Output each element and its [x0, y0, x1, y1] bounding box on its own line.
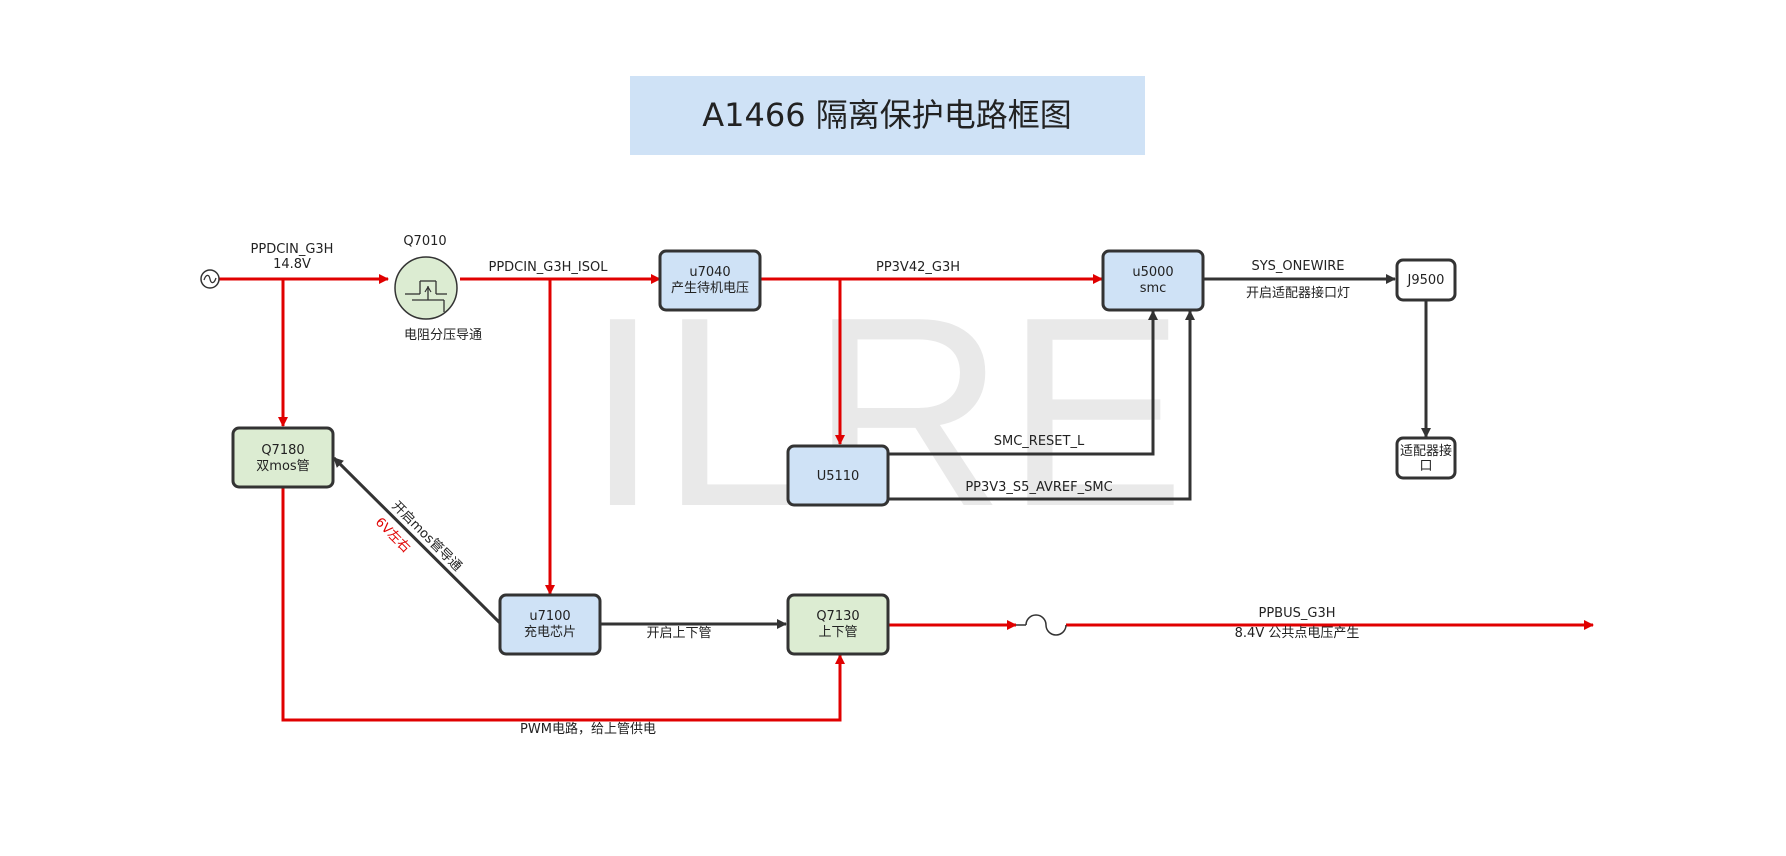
node-q7180-desc: 双mos管 — [256, 459, 309, 474]
label-sys-onewire-desc: 开启适配器接口灯 — [1246, 285, 1350, 301]
label-gate-drive: 开启上下管 — [646, 626, 711, 641]
node-u7100: u7100 充电芯片 — [498, 593, 602, 656]
wire-smc-reset — [888, 310, 1158, 456]
label-sys-onewire: SYS_ONEWIRE — [1251, 259, 1344, 274]
node-u7040-label: u7040 — [689, 265, 730, 280]
node-u7040-desc: 产生待机电压 — [671, 281, 749, 296]
label-pp3v3: PP3V3_S5_AVREF_SMC — [965, 480, 1112, 495]
node-q7130-desc: 上下管 — [818, 625, 857, 640]
node-u5110-label: U5110 — [817, 469, 860, 484]
node-u7040: u7040 产生待机电压 — [658, 249, 762, 312]
label-pp3v42: PP3V42_G3H — [876, 260, 960, 275]
node-adapter: 适配器接 口 — [1395, 436, 1457, 480]
wire-pwm — [281, 487, 845, 722]
ac-source-icon — [200, 269, 220, 289]
watermark: ILRE — [585, 262, 1185, 563]
label-pwm: PWM电路，给上管供电 — [520, 721, 656, 737]
label-ppbus-desc: 8.4V 公共点电压产生 — [1235, 626, 1360, 641]
label-ppdcin: PPDCIN_G3H — [251, 242, 334, 257]
node-adapter-label2: 口 — [1419, 459, 1432, 474]
title-banner — [630, 76, 1145, 155]
node-q7130-label: Q7130 — [816, 609, 859, 624]
label-ppdcin-voltage: 14.8V — [273, 257, 311, 272]
node-u5000-desc: smc — [1140, 281, 1167, 296]
node-j9500: J9500 — [1395, 258, 1457, 302]
node-u5110: U5110 — [786, 444, 890, 507]
label-smc-reset: SMC_RESET_L — [994, 434, 1085, 449]
wire-mos-on — [332, 456, 502, 625]
label-q7010: Q7010 — [403, 234, 446, 249]
label-ppbus: PPBUS_G3H — [1259, 606, 1336, 621]
node-u7100-desc: 充电芯片 — [524, 624, 576, 640]
label-q7010-note: 电阻分压导通 — [404, 328, 482, 343]
node-q7180-label: Q7180 — [261, 443, 304, 458]
node-q7130: Q7130 上下管 — [786, 593, 890, 656]
node-u5000-label: u5000 — [1132, 265, 1173, 280]
fuse-icon — [1016, 614, 1067, 636]
wire-pp3v3 — [888, 310, 1195, 501]
page-title: A1466 隔离保护电路框图 — [702, 96, 1072, 134]
node-q7180: Q7180 双mos管 — [231, 426, 335, 489]
mosfet-icon — [394, 256, 458, 320]
node-u5000: u5000 smc — [1101, 249, 1205, 312]
node-j9500-label: J9500 — [1407, 273, 1445, 288]
label-ppdcin-isol: PPDCIN_G3H_ISOL — [488, 260, 608, 275]
node-u7100-label: u7100 — [529, 609, 570, 624]
node-adapter-label: 适配器接 — [1400, 443, 1452, 459]
